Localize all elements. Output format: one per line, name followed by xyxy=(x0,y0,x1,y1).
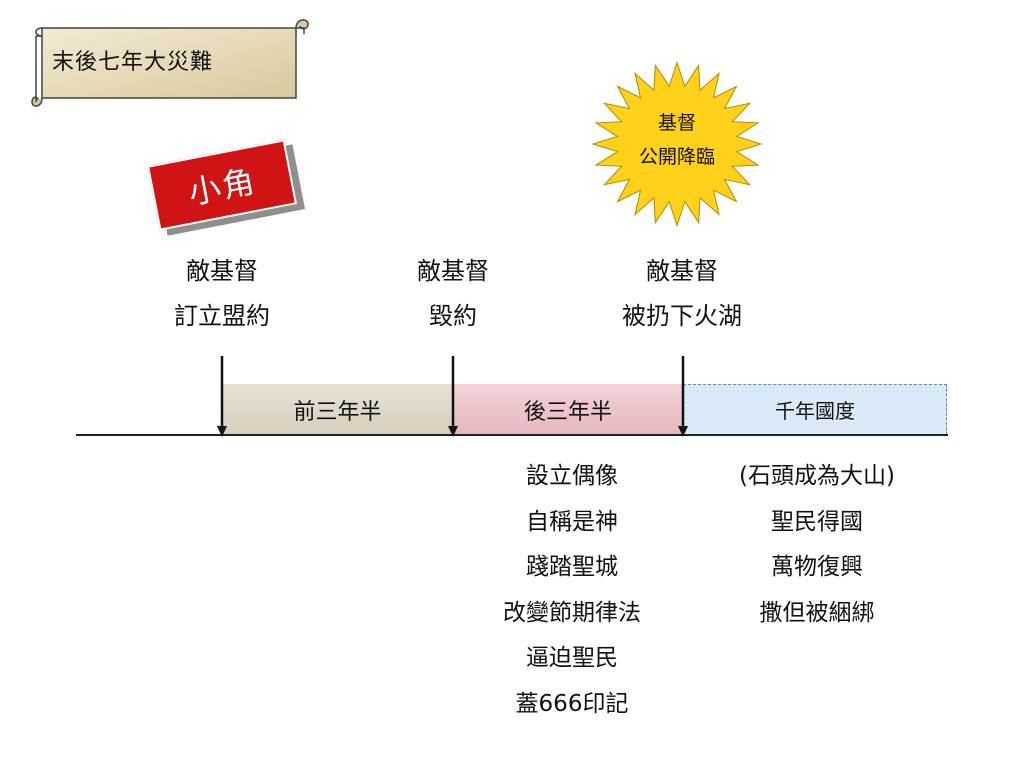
millennium-list: (石頭成為大山) 聖民得國 萬物復興 撒但被綑綁 xyxy=(697,454,937,636)
event-covenant-line2: 訂立盟約 xyxy=(174,302,270,330)
starburst-line2: 公開降臨 xyxy=(638,146,715,168)
event-lake-of-fire: 敵基督 被扔下火湖 xyxy=(572,249,792,339)
period-millennium: 千年國度 xyxy=(683,384,947,435)
timeline-axis xyxy=(76,434,948,436)
list-item: 撒但被綑綁 xyxy=(759,599,875,626)
list-item: 聖民得國 xyxy=(771,508,863,535)
period-second-half-label: 後三年半 xyxy=(523,399,612,425)
list-item: 改變節期律法 xyxy=(503,599,641,626)
list-item: 萬物復興 xyxy=(771,554,863,580)
event-break-line1: 敵基督 xyxy=(417,257,489,285)
period-second-half: 後三年半 xyxy=(453,384,683,435)
list-item: (石頭成為大山) xyxy=(739,463,895,489)
event-lake-line1: 敵基督 xyxy=(646,257,718,285)
little-horn-box: 小角 xyxy=(146,139,298,231)
period-first-half-label: 前三年半 xyxy=(293,399,382,425)
list-item: 設立偶像 xyxy=(526,463,618,489)
event-break-covenant: 敵基督 毀約 xyxy=(343,249,563,339)
diagram-title: 末後七年大災難 xyxy=(52,50,214,75)
little-horn-label: 小角 xyxy=(185,161,260,213)
period-first-half: 前三年半 xyxy=(222,384,453,435)
starburst-line1: 基督 xyxy=(657,112,696,134)
event-break-line2: 毀約 xyxy=(429,302,477,330)
list-item: 蓋666印記 xyxy=(515,690,629,717)
list-item: 踐踏聖城 xyxy=(526,554,618,580)
starburst-polygon xyxy=(591,60,763,228)
event-covenant-line1: 敵基督 xyxy=(186,257,258,285)
list-item: 逼迫聖民 xyxy=(526,645,618,671)
period-millennium-label: 千年國度 xyxy=(775,399,855,423)
second-half-list: 設立偶像 自稱是神 踐踏聖城 改變節期律法 逼迫聖民 蓋666印記 xyxy=(457,454,687,727)
scroll-banner xyxy=(31,19,309,107)
event-lake-line2: 被扔下火湖 xyxy=(622,302,742,330)
starburst-shape xyxy=(591,60,763,228)
list-item: 自稱是神 xyxy=(526,508,618,535)
event-covenant: 敵基督 訂立盟約 xyxy=(112,249,332,339)
